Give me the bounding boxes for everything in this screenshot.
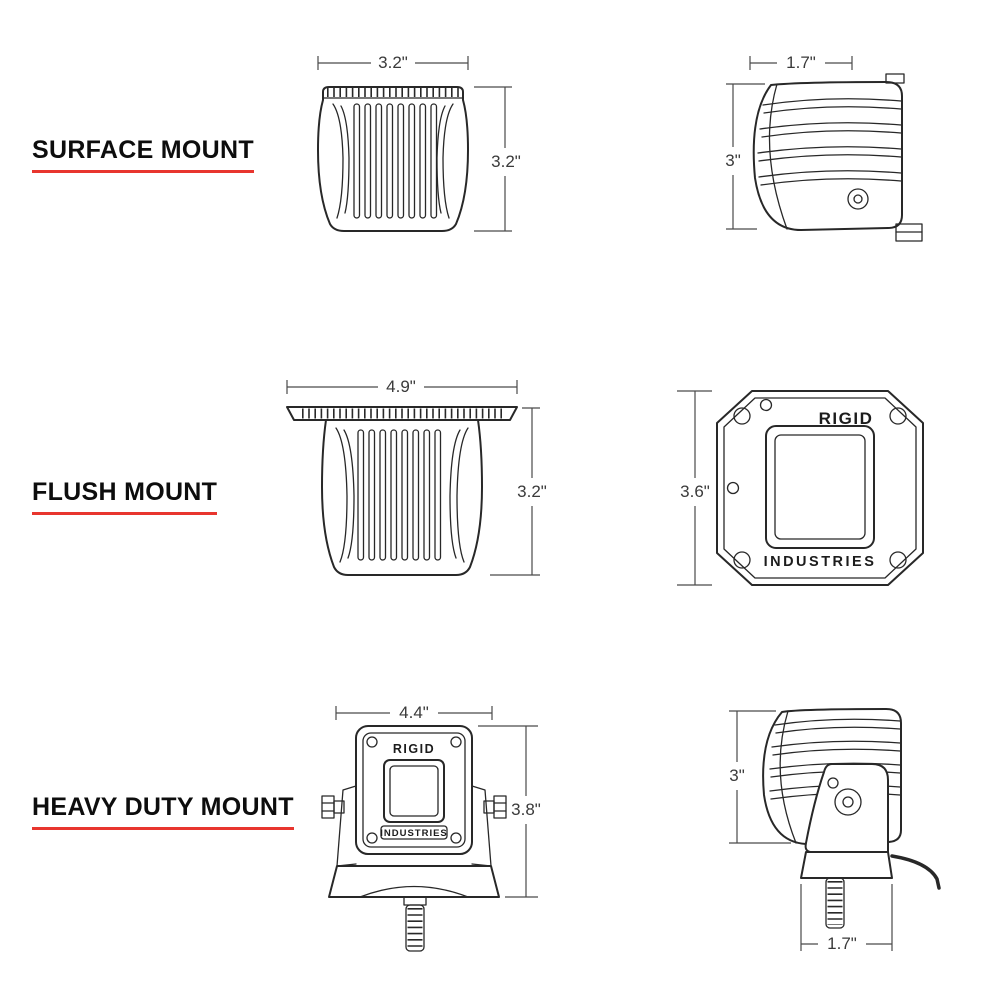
dim-value: 3.2"	[378, 53, 408, 72]
mount-foot	[895, 223, 923, 242]
surface-front-height-dimension: 3.2"	[474, 86, 521, 232]
flush-front-width-dimension: 4.9"	[286, 377, 518, 396]
set-screw	[847, 188, 869, 210]
flush-front-height-dimension: 3.2"	[490, 407, 547, 576]
lens	[383, 759, 445, 823]
hd-side-width-dimension: 1.7"	[800, 884, 893, 953]
section-label-heavy-duty-mount: HEAVY DUTY MOUNT	[32, 793, 294, 830]
bracket	[321, 785, 507, 898]
flush-mount-face-view: RIGID INDUSTRIES	[716, 390, 924, 586]
flush-mount-front-view	[286, 406, 518, 576]
dim-value: 3.2"	[517, 482, 547, 501]
lens-edge	[768, 83, 788, 230]
top-tab	[885, 73, 905, 84]
hd-side-height-dimension: 3"	[729, 710, 791, 844]
dim-value: 3"	[729, 766, 745, 785]
threaded-stud	[825, 877, 845, 929]
dim-value: 1.7"	[786, 53, 816, 72]
mount-holes	[726, 398, 907, 569]
flange	[286, 406, 518, 421]
heavy-duty-front-view: RIGID INDUSTRIES	[321, 725, 507, 952]
bracket-base	[328, 865, 500, 898]
brand-industries: INDUSTRIES	[380, 828, 448, 839]
hex-bolt-right	[493, 795, 507, 819]
cooling-fins	[357, 429, 442, 561]
surface-mount-side-view	[752, 73, 923, 242]
dim-value: 3"	[725, 151, 741, 170]
cooling-fins	[353, 103, 438, 219]
pivot-bolt	[834, 788, 862, 816]
dim-value: 3.6"	[680, 482, 710, 501]
section-label-text: HEAVY DUTY MOUNT	[32, 793, 294, 830]
bracket-plate	[804, 763, 889, 853]
surface-side-width-dimension: 1.7"	[749, 53, 853, 72]
brand-industries: INDUSTRIES	[764, 554, 877, 570]
threaded-stud	[403, 896, 427, 952]
surface-mount-front-view	[317, 86, 469, 232]
dim-value: 4.9"	[386, 377, 416, 396]
corner-screws	[366, 736, 462, 844]
side-blades	[335, 427, 469, 563]
brand-rigid: RIGID	[819, 409, 874, 428]
brand-banner	[380, 825, 448, 840]
section-label-flush-mount: FLUSH MOUNT	[32, 478, 218, 515]
heavy-duty-side-view	[762, 708, 941, 929]
surface-front-width-dimension: 3.2"	[317, 53, 469, 72]
lens	[765, 425, 875, 549]
brand-rigid: RIGID	[393, 742, 435, 756]
side-fins	[757, 98, 902, 186]
section-label-text: FLUSH MOUNT	[32, 478, 218, 515]
flange-plate	[716, 390, 924, 586]
dim-value: 4.4"	[399, 703, 429, 722]
hex-bolt-left	[321, 795, 335, 819]
flush-face-height-dimension: 3.6"	[677, 390, 712, 586]
bracket-base	[800, 851, 893, 879]
hd-front-height-dimension: 3.8"	[478, 725, 541, 898]
section-label-text: SURFACE MOUNT	[32, 136, 254, 173]
section-label-surface-mount: SURFACE MOUNT	[32, 136, 254, 173]
dim-value: 3.2"	[491, 152, 521, 171]
power-wire	[890, 854, 941, 890]
surface-side-height-dimension: 3"	[725, 83, 765, 230]
light-body	[355, 725, 473, 855]
hd-front-width-dimension: 4.4"	[335, 703, 493, 722]
dim-value: 1.7"	[827, 934, 857, 953]
dim-value: 3.8"	[511, 800, 541, 819]
